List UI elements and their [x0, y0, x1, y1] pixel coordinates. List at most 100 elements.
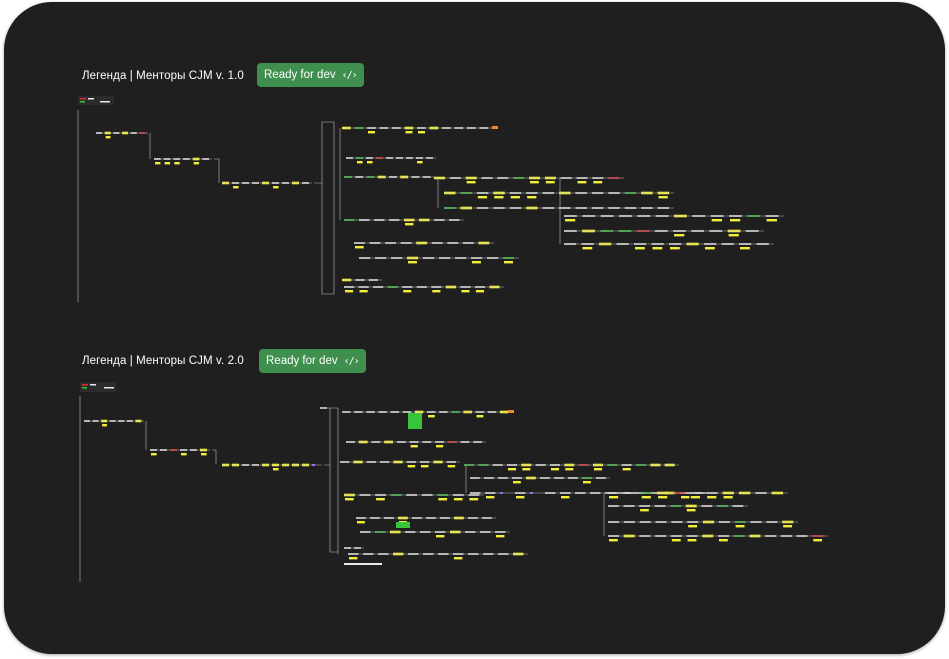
flow-note: [687, 539, 697, 542]
flow-note: [635, 247, 645, 250]
flow-note: [403, 290, 412, 293]
flow-note: [102, 424, 107, 427]
flow-note: [428, 415, 435, 418]
flow-note: [164, 162, 171, 165]
flow-note: [609, 496, 619, 499]
flow-note: [640, 509, 649, 512]
legend-mark: [82, 387, 87, 389]
flow-note: [688, 525, 698, 528]
flow-note: [472, 261, 481, 264]
flow-note: [494, 196, 504, 199]
flow-note: [522, 468, 531, 471]
flow-note: [565, 219, 576, 222]
badge-label: Ready for dev: [266, 355, 338, 367]
flow-note: [545, 181, 555, 184]
flow-note: [766, 219, 777, 222]
flow-note: [705, 247, 715, 250]
flow-note: [193, 162, 200, 165]
flow-note: [201, 453, 207, 456]
flow-note: [719, 539, 728, 542]
flow-note: [345, 290, 354, 293]
flow-note: [273, 186, 279, 189]
flow-note: [658, 196, 668, 199]
flow-note: [565, 468, 574, 471]
flow-note: [475, 290, 485, 293]
flow-note: [174, 162, 180, 165]
legend-mark: [104, 387, 114, 389]
flow-note: [410, 445, 418, 448]
flow-note: [436, 535, 445, 538]
flow-note: [594, 468, 603, 471]
flow-note: [355, 246, 364, 249]
flow-note: [622, 468, 631, 471]
flow-note: [461, 290, 470, 293]
flow-note: [513, 481, 521, 484]
canvas-frame: Легенда | Менторы CJM v. 1.0 Ready for d…: [4, 2, 945, 654]
flow-note: [421, 465, 429, 468]
legend-mark: [88, 98, 94, 100]
flow-note: [577, 181, 587, 184]
flow-note: [641, 496, 651, 499]
flow-connector: [321, 183, 334, 295]
flow-note: [408, 261, 417, 264]
flow-note: [728, 234, 739, 237]
flow-note: [368, 131, 375, 134]
flow-note: [690, 496, 700, 499]
flow-note: [345, 498, 354, 501]
flow-note: [438, 498, 448, 501]
flow-note: [417, 161, 423, 164]
flow-note: [357, 521, 365, 524]
flow-note: [582, 247, 593, 250]
flow-note: [418, 131, 425, 134]
flow-connector: [314, 121, 334, 184]
flow-note: [652, 247, 663, 250]
legend-mark: [100, 101, 110, 103]
flow-note: [436, 445, 444, 448]
flow-note: [740, 247, 750, 250]
flow-note: [783, 525, 793, 528]
flow-note: [405, 131, 413, 134]
flow-connector: [214, 158, 220, 183]
flow-note: [735, 525, 745, 528]
flow-connector: [212, 449, 217, 464]
flow-note: [477, 196, 488, 199]
flow-note: [405, 223, 414, 226]
flow-note: [359, 290, 368, 293]
flow-note: [671, 539, 681, 542]
flow-note: [711, 219, 722, 222]
flow-node-end: [492, 126, 498, 129]
flow-note: [516, 496, 525, 499]
flow-note: [105, 136, 111, 139]
flow-note: [730, 219, 741, 222]
flow-note: [681, 496, 690, 499]
flow-node-end: [508, 410, 514, 413]
flow-note: [723, 496, 733, 499]
legend-mark: [82, 384, 88, 386]
flow-note: [357, 161, 363, 164]
legend-box: [78, 96, 114, 105]
section-title-v1: Легенда | Менторы CJM v. 1.0: [82, 70, 244, 82]
flow-note: [181, 453, 187, 456]
flow-node-cluster: [396, 522, 410, 528]
code-brackets-icon: ‹/›: [343, 355, 360, 367]
flow-note: [510, 196, 520, 199]
flow-note: [496, 535, 505, 538]
legend-mark: [80, 101, 85, 103]
ready-for-dev-badge-v2[interactable]: Ready for dev ‹/›: [259, 349, 366, 373]
flow-note: [376, 498, 385, 501]
section-title-v2: Легенда | Менторы CJM v. 2.0: [82, 355, 244, 367]
flow-note: [551, 468, 560, 471]
flow-note: [454, 557, 463, 560]
flow-note: [155, 162, 161, 165]
flow-note: [686, 509, 696, 512]
flow-note: [447, 465, 456, 468]
flow-note: [707, 496, 717, 499]
legend-mark: [80, 98, 86, 100]
flow-note: [407, 465, 416, 468]
cjm-flow-diagram: [77, 96, 828, 582]
flow-node: [344, 563, 382, 565]
flow-note: [504, 261, 513, 264]
flow-note: [609, 539, 618, 542]
flow-note: [508, 468, 517, 471]
ready-for-dev-badge-v1[interactable]: Ready for dev ‹/›: [257, 63, 364, 87]
